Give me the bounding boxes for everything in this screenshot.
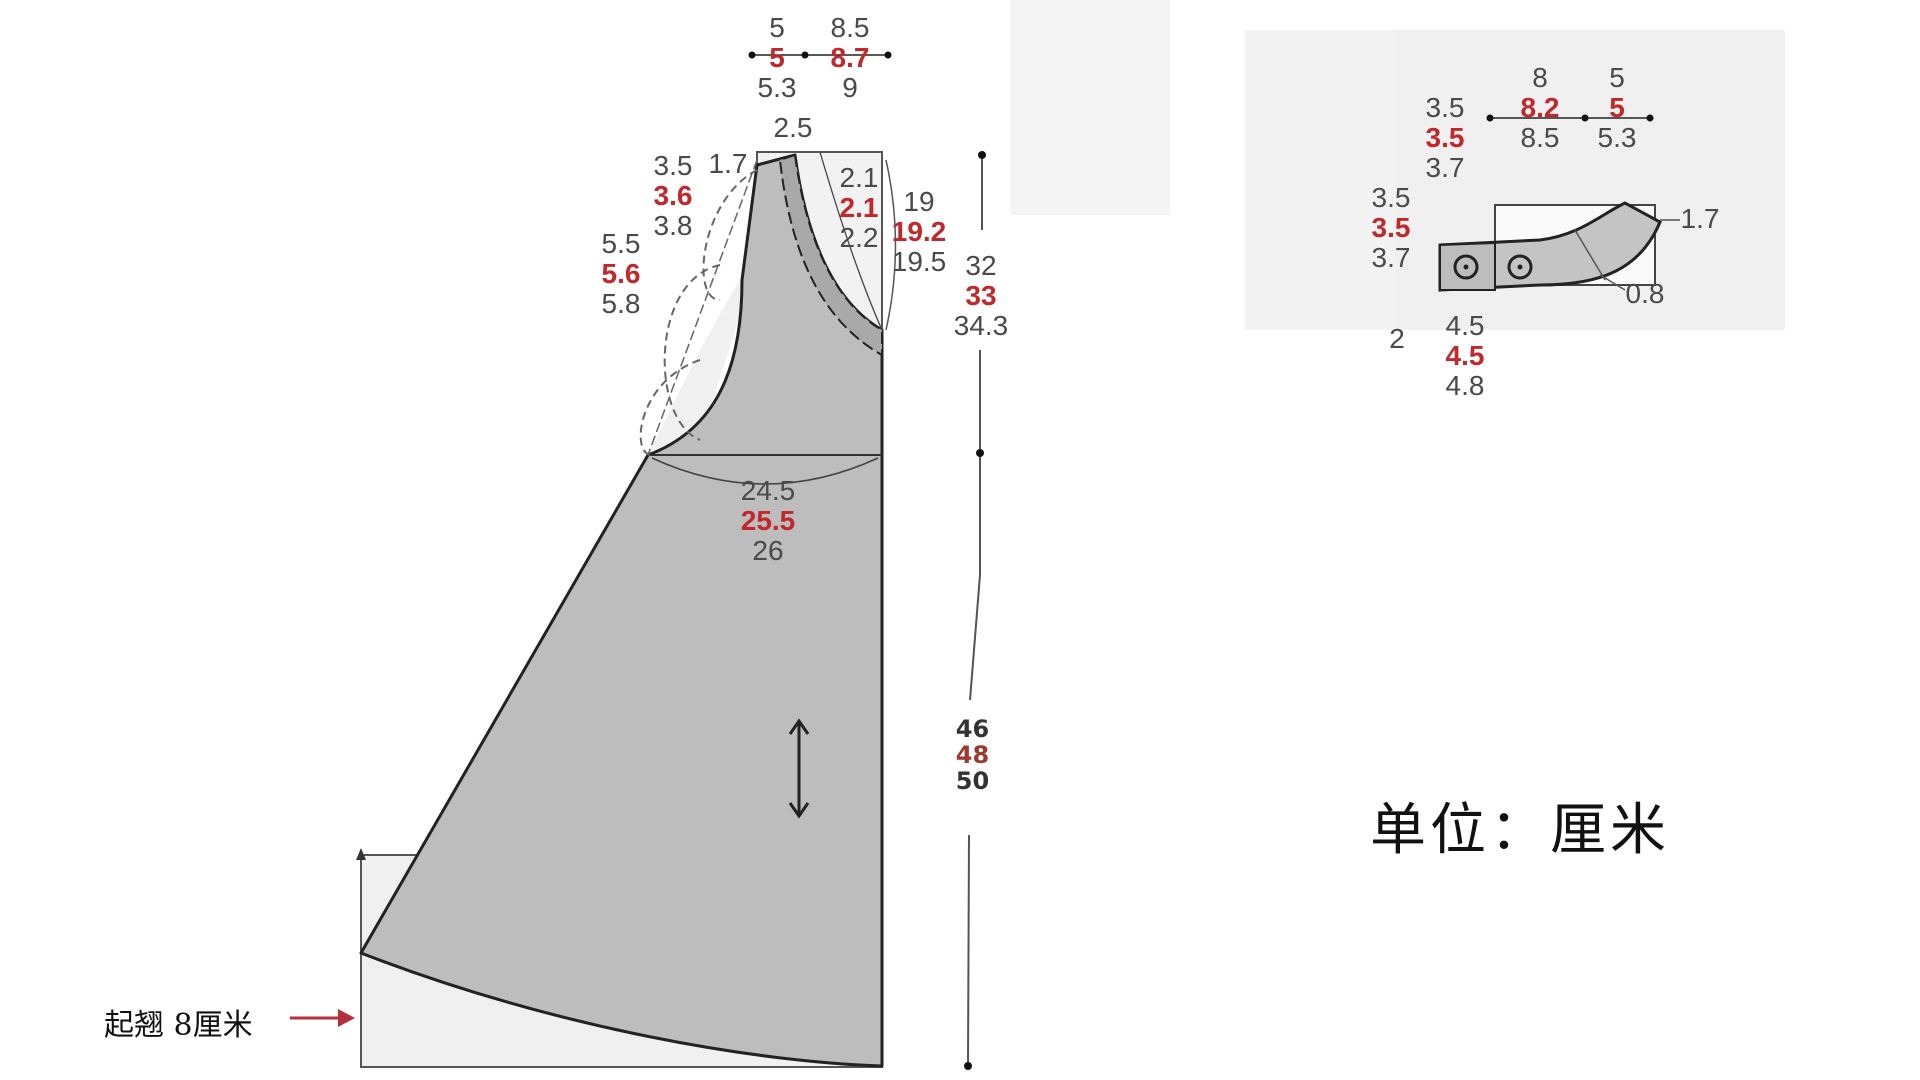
flare-note: 起翘 8厘米 bbox=[104, 1008, 253, 1043]
dimension-dot bbox=[748, 51, 756, 59]
size-m: 5 bbox=[1609, 92, 1625, 123]
skirt-length-line bbox=[967, 834, 970, 1067]
size-s: 2.1 bbox=[839, 162, 879, 193]
size-l: 26 bbox=[752, 535, 784, 566]
armhole-lower-label: 5.5 5.6 5.8 bbox=[596, 228, 646, 320]
size-l: 3.7 bbox=[1371, 242, 1411, 273]
skirt-length-label: 46 48 50 bbox=[950, 715, 995, 795]
arrow-right-icon bbox=[338, 1009, 355, 1027]
bodice-length-label: 32 33 34.3 bbox=[950, 250, 1012, 342]
size-s: 5 bbox=[1609, 62, 1625, 93]
facing-seam-label: 0.8 bbox=[1625, 278, 1665, 309]
size-s: 4.5 bbox=[1445, 310, 1485, 341]
size-l: 5.8 bbox=[601, 288, 641, 319]
dimension-dot bbox=[1646, 114, 1654, 122]
neckline-diagonal bbox=[819, 151, 883, 331]
size-m: 8.2 bbox=[1520, 92, 1560, 123]
armhole-guide bbox=[647, 159, 758, 456]
armhole-light-area bbox=[648, 165, 757, 455]
size-s: 3.5 bbox=[1425, 92, 1465, 123]
size-s: 5.5 bbox=[601, 228, 641, 259]
dimension-dot bbox=[1486, 114, 1494, 122]
size-s: 19 bbox=[903, 186, 935, 217]
facing-left-width-label: 8 8.2 8.5 bbox=[1510, 62, 1570, 154]
grainline-double-arrow-icon bbox=[788, 718, 810, 819]
facing-tab-width-label: 4.5 4.5 4.8 bbox=[1440, 310, 1490, 402]
dimension-dot bbox=[1581, 114, 1589, 122]
size-m: 5.6 bbox=[601, 258, 641, 289]
size-l: 8.5 bbox=[1520, 122, 1560, 153]
size-s: 3.5 bbox=[1371, 182, 1411, 213]
size-s: 8 bbox=[1532, 62, 1548, 93]
size-l: 3.7 bbox=[1425, 152, 1465, 183]
size-m: 3.5 bbox=[1425, 122, 1465, 153]
size-l: 19.5 bbox=[891, 246, 947, 277]
size-s: 3.5 bbox=[653, 150, 693, 181]
neckline-depth-arc bbox=[885, 159, 897, 331]
dimension-dot bbox=[964, 1062, 972, 1070]
neckline-facing-band bbox=[778, 153, 883, 357]
size-l: 9 bbox=[842, 72, 858, 103]
dimension-dot bbox=[976, 449, 984, 457]
size-m: 4.5 bbox=[1445, 340, 1485, 371]
armhole-dash-3 bbox=[639, 359, 701, 456]
bust-width-label: 24.5 25.5 26 bbox=[733, 475, 803, 567]
size-m: 3.5 bbox=[1371, 212, 1411, 243]
size-m: 2.1 bbox=[839, 192, 879, 223]
unit-label: 单位：厘米 bbox=[1370, 798, 1670, 863]
size-s: 8.5 bbox=[830, 12, 870, 43]
neck-width-label: 5 5 5.3 bbox=[752, 12, 802, 104]
size-l: 3.8 bbox=[653, 210, 693, 241]
size-m: 19.2 bbox=[891, 216, 947, 247]
size-l: 5.3 bbox=[757, 72, 797, 103]
size-s: 5 bbox=[769, 12, 785, 43]
button-spacing-label: 2 bbox=[1389, 323, 1405, 354]
size-m: 8.7 bbox=[830, 42, 870, 73]
shoulder-drop-label: 2.5 bbox=[773, 112, 813, 143]
bust-measure-arc bbox=[651, 457, 879, 485]
size-l: 50 bbox=[955, 767, 990, 795]
armhole-dash-2 bbox=[663, 264, 721, 441]
size-l: 2.2 bbox=[839, 222, 879, 253]
size-m: 33 bbox=[965, 280, 997, 311]
size-l: 5.3 bbox=[1597, 122, 1637, 153]
armhole-dash-1 bbox=[702, 169, 758, 301]
size-m: 3.6 bbox=[653, 180, 693, 211]
armhole-upper-label: 3.5 3.6 3.8 bbox=[648, 150, 698, 242]
dimension-dot bbox=[884, 51, 892, 59]
size-s: 24.5 bbox=[740, 475, 796, 506]
neckline-offset-label: 2.1 2.1 2.2 bbox=[835, 162, 883, 254]
shoulder-width-label: 8.5 8.7 9 bbox=[820, 12, 880, 104]
size-s: 46 bbox=[955, 715, 990, 743]
facing-piece bbox=[1438, 201, 1680, 292]
dimension-dot bbox=[978, 151, 986, 159]
facing-right-width-label: 5 5 5.3 bbox=[1592, 62, 1642, 154]
scan-patch-left bbox=[1010, 0, 1170, 215]
size-m: 25.5 bbox=[740, 505, 796, 536]
size-l: 4.8 bbox=[1445, 370, 1485, 401]
size-m: 5 bbox=[769, 42, 785, 73]
skirt-length-line-top bbox=[969, 574, 981, 701]
facing-tab-height-label: 3.5 3.5 3.7 bbox=[1366, 182, 1416, 274]
size-s: 32 bbox=[965, 250, 997, 281]
up-arrow-icon bbox=[356, 848, 366, 860]
facing-right-drop-label: 1.7 bbox=[1680, 203, 1720, 234]
dimension-dot bbox=[801, 51, 809, 59]
shoulder-offset-label: 1.7 bbox=[708, 148, 748, 179]
size-m: 48 bbox=[955, 741, 990, 769]
facing-left-height-label: 3.5 3.5 3.7 bbox=[1420, 92, 1470, 184]
size-l: 34.3 bbox=[953, 310, 1009, 341]
neckline-depth-label: 19 19.2 19.5 bbox=[888, 186, 950, 278]
